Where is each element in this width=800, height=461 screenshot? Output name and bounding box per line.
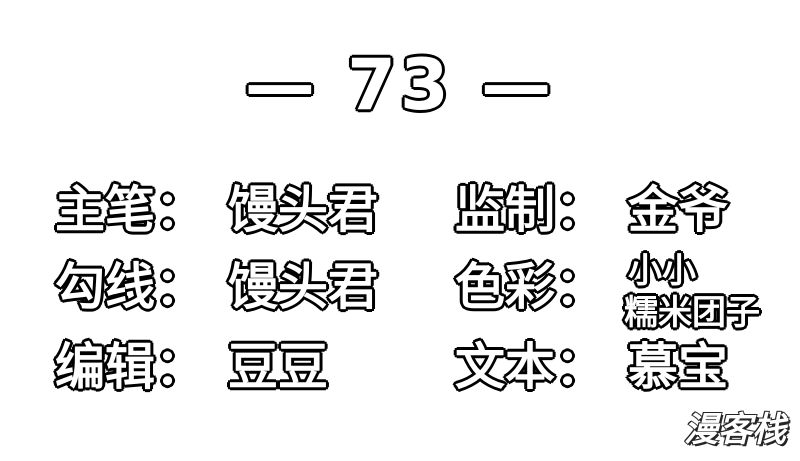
watermark-logo: 漫客栈: [683, 409, 787, 451]
credit-editor-value: 豆豆: [227, 338, 330, 396]
credit-text-value: 慕宝: [627, 338, 730, 396]
credit-color-value-line2: 糯米团子: [623, 293, 762, 333]
credit-producer-label: 监制：: [454, 181, 607, 239]
credit-lead-artist-value: 馒头君: [227, 181, 380, 239]
credit-color-value-line1: 小小: [627, 251, 698, 291]
credit-editor-label: 编辑：: [54, 338, 207, 396]
credit-lead-artist-label: 主笔：: [54, 181, 207, 239]
credit-producer-value: 金爷: [627, 181, 730, 239]
chapter-number: — 73 —: [243, 44, 556, 126]
credit-text-label: 文本：: [454, 338, 607, 396]
credit-color-label: 色彩：: [454, 258, 607, 316]
credit-lineart-label: 勾线：: [54, 258, 207, 316]
credit-lineart-value: 馒头君: [227, 258, 380, 316]
